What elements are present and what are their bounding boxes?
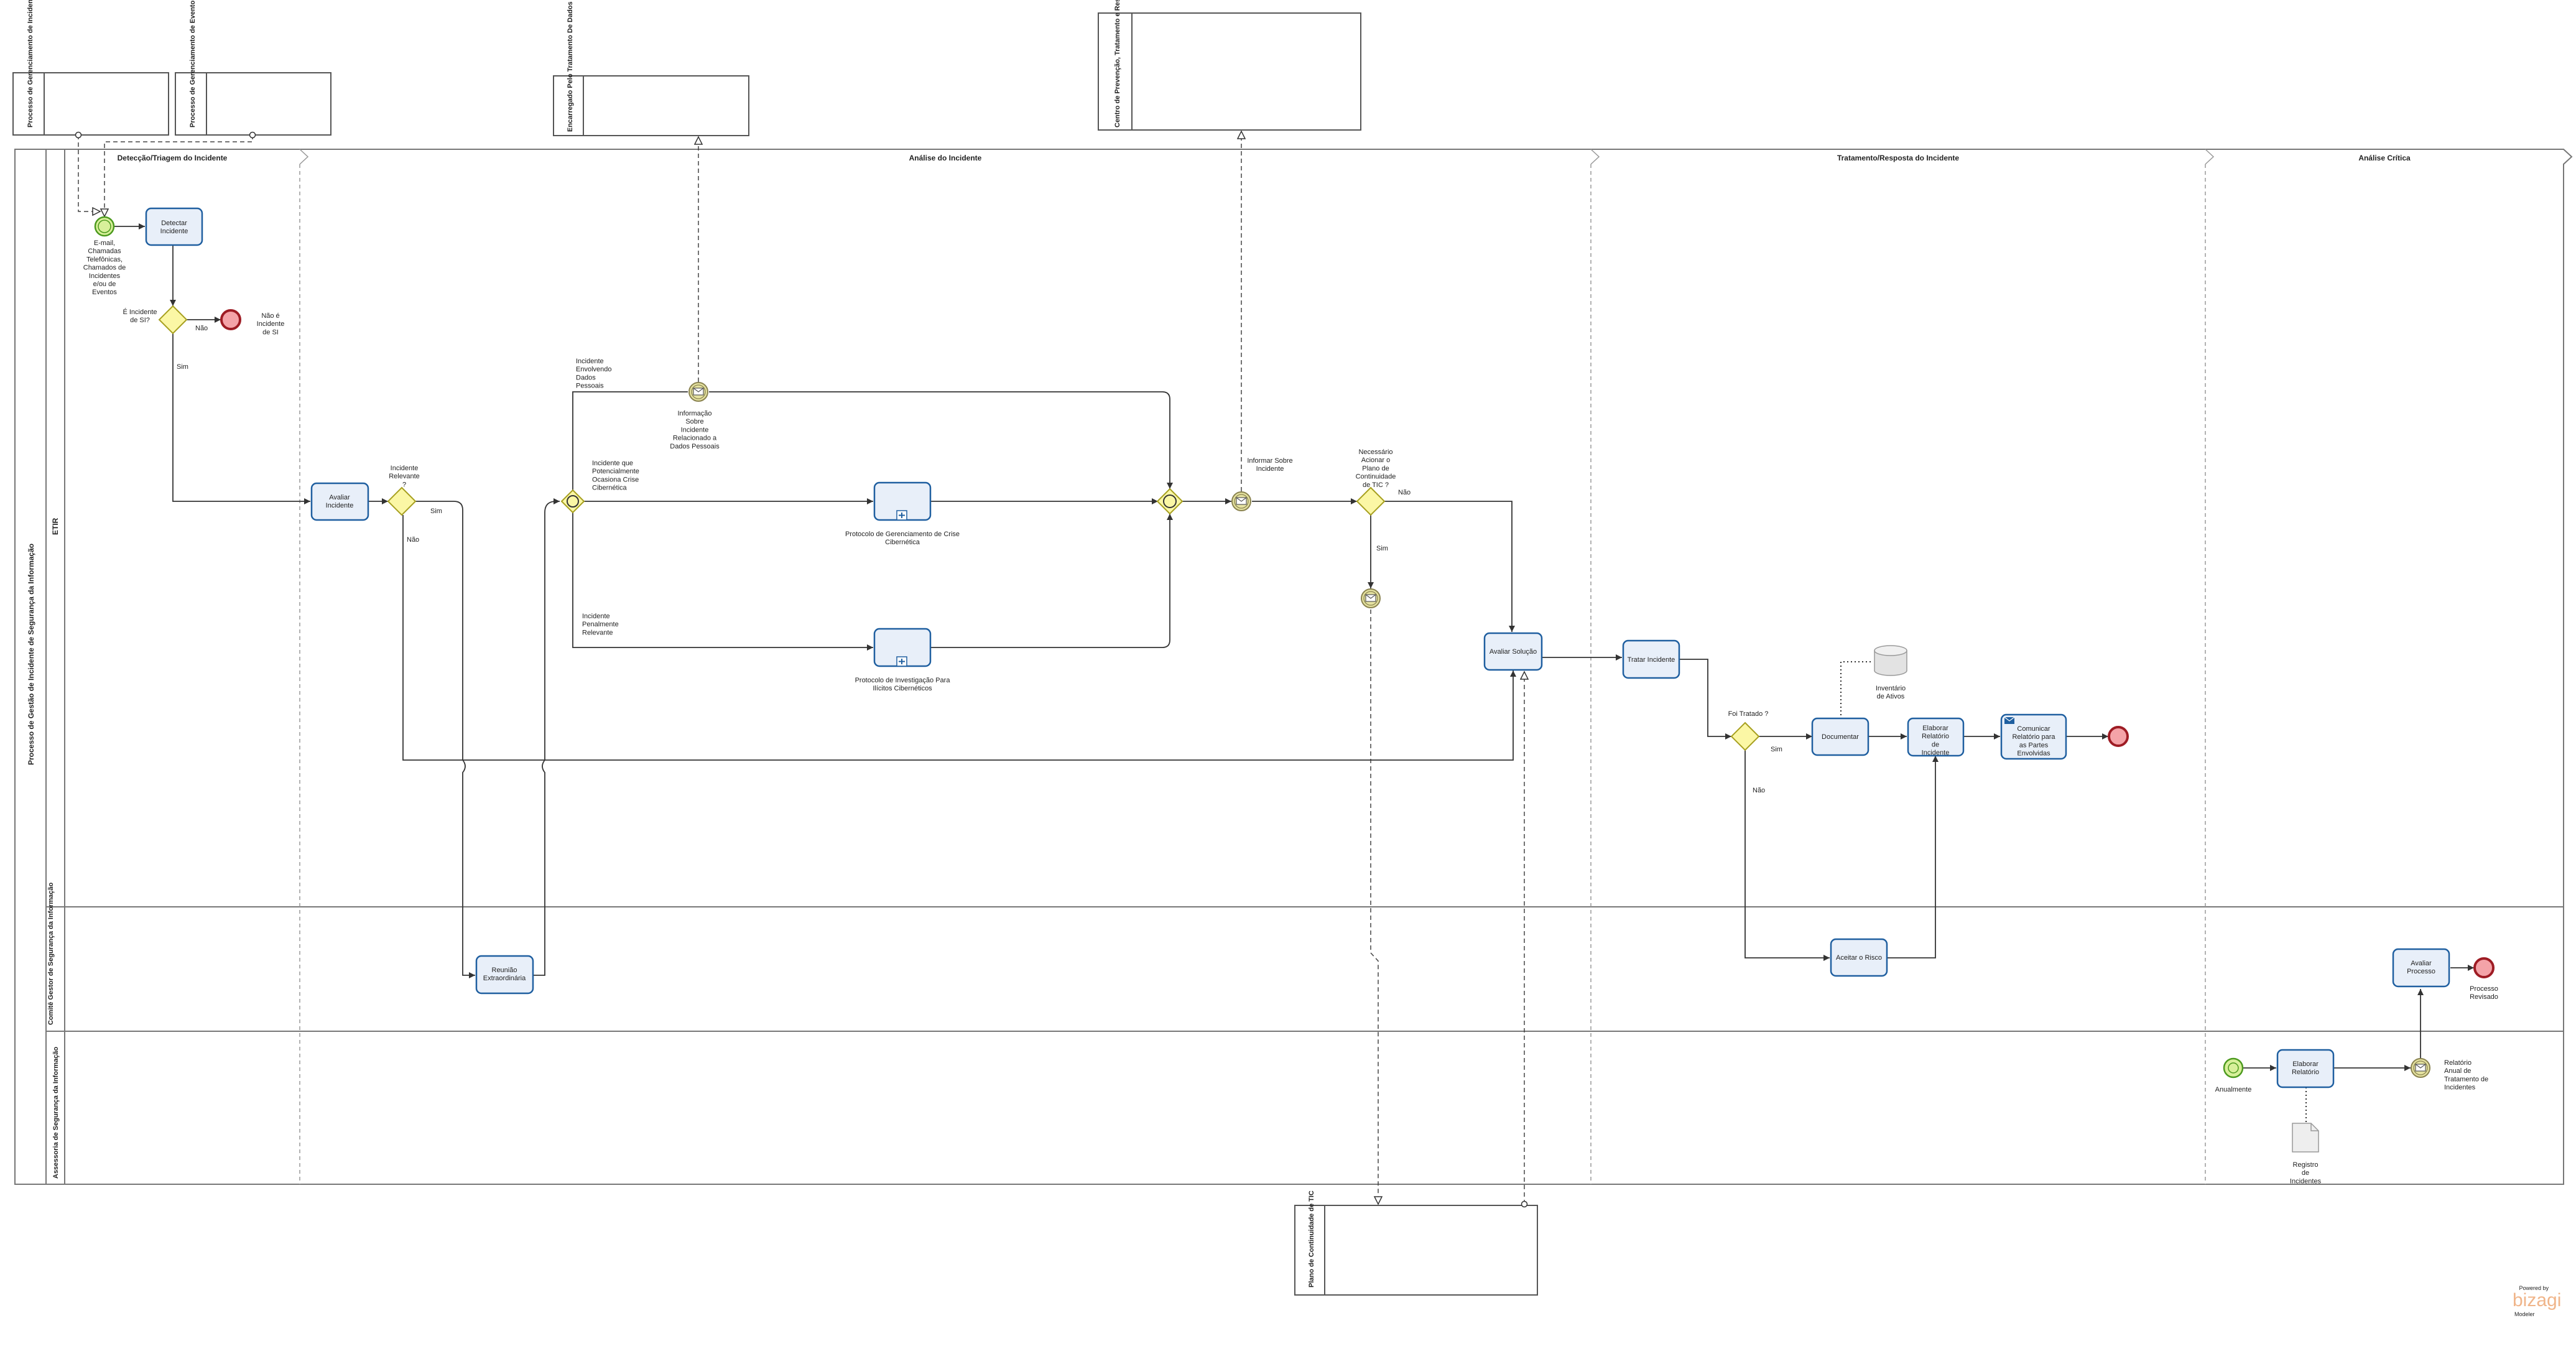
phase-tratamento: Tratamento/Resposta do Incidente (1837, 154, 1959, 162)
task-label: Documentar (1822, 733, 1859, 741)
flow-label-nao: Não (1753, 787, 1765, 794)
task-documentar[interactable] (1811, 717, 1869, 756)
lane-assessoria-label: Assessoria de Segurança da Informação (52, 1047, 60, 1179)
intermediate-message-relatorio-anual[interactable] (2411, 1058, 2430, 1078)
pool-plano-continuidade-label: Plano de Continuidade de TIC (1308, 1190, 1315, 1287)
end-event-tratamento[interactable] (2108, 726, 2129, 747)
flow-label-sim: Sim (1771, 746, 1782, 753)
task-elaborar-relatorio[interactable] (2276, 1049, 2335, 1088)
flow-label-nao: Não (407, 536, 419, 544)
main-pool-title: Processo de Gestão de Incidente de Segur… (27, 544, 35, 765)
gateway-incidente-relevante[interactable] (387, 486, 417, 516)
flow-label-nao: Não (195, 325, 208, 332)
task-label: Tratar Incidente (1628, 656, 1675, 664)
pool-gerenciamento-incidentes[interactable]: Processo de Gerenciamento de Incidentes (12, 0, 169, 136)
phase-analise-critica: Análise Crítica (2358, 154, 2411, 162)
task-avaliar-processo[interactable] (2392, 948, 2450, 988)
lane-comite-label: Comitê Gestor de Segurança da Informação (47, 882, 55, 1025)
flow-label-sim: Sim (1376, 545, 1388, 552)
gateway-tratado-label: Foi Tratado ? (1728, 710, 1769, 718)
end-event-processo-revisado[interactable] (2473, 957, 2495, 978)
associations (1840, 661, 2307, 1123)
pool-gerenciamento-incidentes-label: Processo de Gerenciamento de Incidentes (27, 0, 34, 128)
task-label: Aceitar o Risco (1836, 954, 1882, 962)
watermark-brand: bizagi (2513, 1290, 2561, 1311)
pool-centro-prevencao[interactable]: Centro de Prevenção, Tratamento e Respos… (1098, 0, 1361, 131)
start-anualmente-label: Anualmente (2215, 1086, 2252, 1093)
intermediate-message-informar[interactable] (1231, 491, 1251, 511)
gateway-incidente-si[interactable] (158, 305, 188, 335)
pool-centro-prevencao-label: Centro de Prevenção, Tratamento e Respos… (1114, 0, 1121, 128)
plus-icon (896, 510, 907, 521)
pool-tratamento-dados-label: Encarregado Pelo Tratamento De Dados Pes… (567, 0, 574, 132)
task-detectar-incidente[interactable] (145, 207, 203, 246)
flow-label-sim: Sim (430, 508, 442, 515)
start-event-anualmente[interactable] (2223, 1057, 2244, 1079)
intermediate-message-dados[interactable] (688, 382, 708, 402)
database-icon[interactable] (1874, 645, 1907, 676)
main-pool: Processo de Gestão de Incidente de Segur… (14, 149, 2573, 1185)
start-event-email[interactable] (94, 216, 115, 237)
end-event-nao-si[interactable] (220, 309, 241, 330)
pool-gerenciamento-eventos[interactable]: Processo de Gerenciamento de Eventos (175, 0, 331, 136)
watermark-sub: Modeler (2514, 1311, 2535, 1317)
phase-analise: Análise do Incidente (909, 154, 982, 162)
sequence-flows (114, 223, 2474, 1071)
gateway-inclusive-split[interactable] (560, 489, 585, 514)
plus-icon (896, 656, 907, 667)
watermark-powered: Powered by (2519, 1285, 2549, 1291)
bizagi-logo: Powered by bizagi Modeler (2513, 1285, 2561, 1317)
task-elaborar-relatorio-incidente[interactable] (1907, 717, 1965, 757)
pool-tratamento-dados[interactable]: Encarregado Pelo Tratamento De Dados Pes… (553, 0, 749, 136)
task-avaliar-solucao[interactable] (1483, 632, 1543, 671)
gateway-plano-continuidade[interactable] (1356, 486, 1386, 516)
pool-plano-continuidade[interactable]: Plano de Continuidade de TIC (1294, 1190, 1538, 1296)
gateway-inclusive-join[interactable] (1156, 488, 1184, 515)
document-icon[interactable] (2292, 1123, 2319, 1153)
send-message-icon (2004, 717, 2015, 724)
task-comunicar-relatorio[interactable] (2000, 713, 2067, 760)
task-avaliar-incidente[interactable] (310, 482, 369, 521)
task-tratar-incidente[interactable] (1622, 639, 1680, 679)
flow-label-sim: Sim (177, 363, 188, 371)
lane-etir-label: ETIR (51, 517, 60, 535)
flow-label-nao: Não (1398, 489, 1411, 496)
pool-gerenciamento-eventos-label: Processo de Gerenciamento de Eventos (189, 0, 197, 128)
gateway-foi-tratado[interactable] (1730, 721, 1760, 751)
task-aceitar-risco[interactable] (1830, 938, 1888, 977)
phase-deteccao: Detecção/Triagem do Incidente (118, 154, 228, 162)
task-label: Avaliar Solução (1490, 648, 1537, 656)
task-reuniao-extraordinaria[interactable] (475, 955, 534, 995)
message-flows (78, 131, 1524, 1204)
intermediate-message-plano[interactable] (1361, 588, 1381, 608)
